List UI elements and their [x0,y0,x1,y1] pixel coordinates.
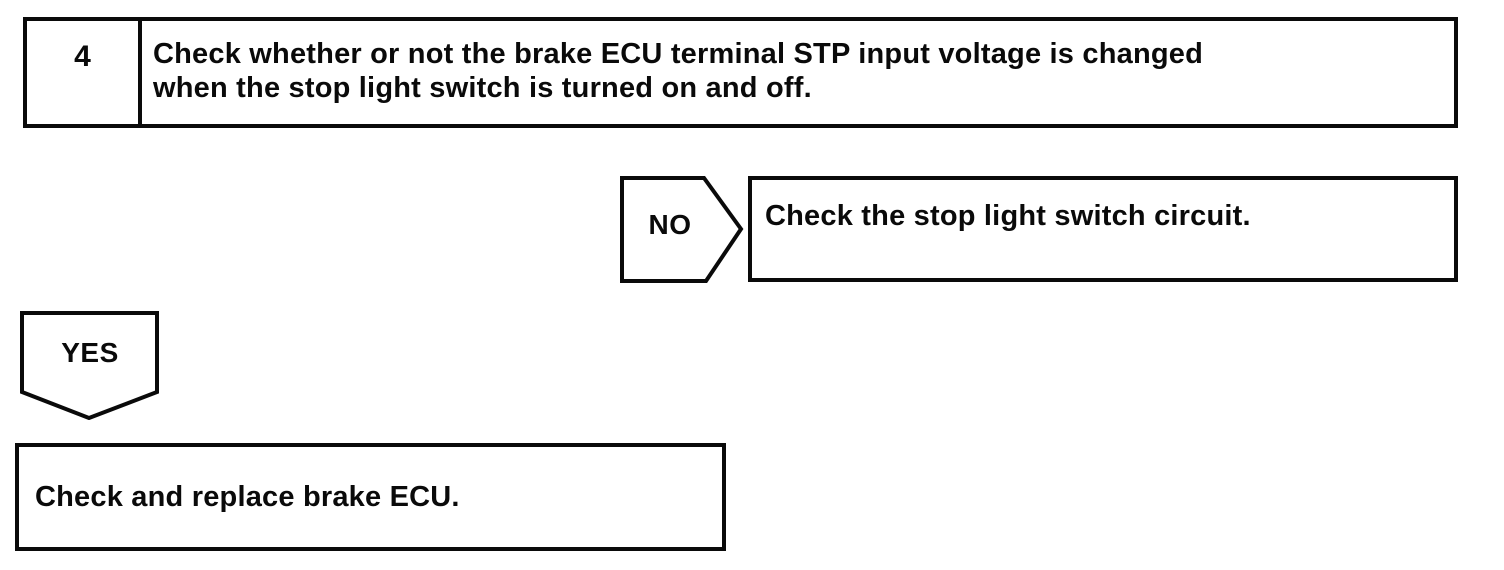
step-instruction: Check whether or not the brake ECU termi… [142,21,1454,124]
step-instruction-line-2: when the stop light switch is turned on … [153,72,812,104]
pentagon-right-icon [620,176,744,283]
no-action-box: Check the stop light switch circuit. [748,176,1458,282]
step-box: 4 Check whether or not the brake ECU ter… [23,17,1458,128]
no-connector: NO [620,176,744,283]
step-number-cell: 4 [27,21,142,124]
yes-action-box: Check and replace brake ECU. [15,443,726,551]
step-number: 4 [74,40,91,73]
no-label: NO [648,208,692,240]
step-instruction-line-1: Check whether or not the brake ECU termi… [153,38,1204,70]
yes-connector: YES [20,311,160,420]
no-action-text: Check the stop light switch circuit. [765,200,1251,232]
yes-label: YES [61,336,119,368]
yes-action-text: Check and replace brake ECU. [35,481,460,513]
pentagon-down-icon [20,311,159,420]
